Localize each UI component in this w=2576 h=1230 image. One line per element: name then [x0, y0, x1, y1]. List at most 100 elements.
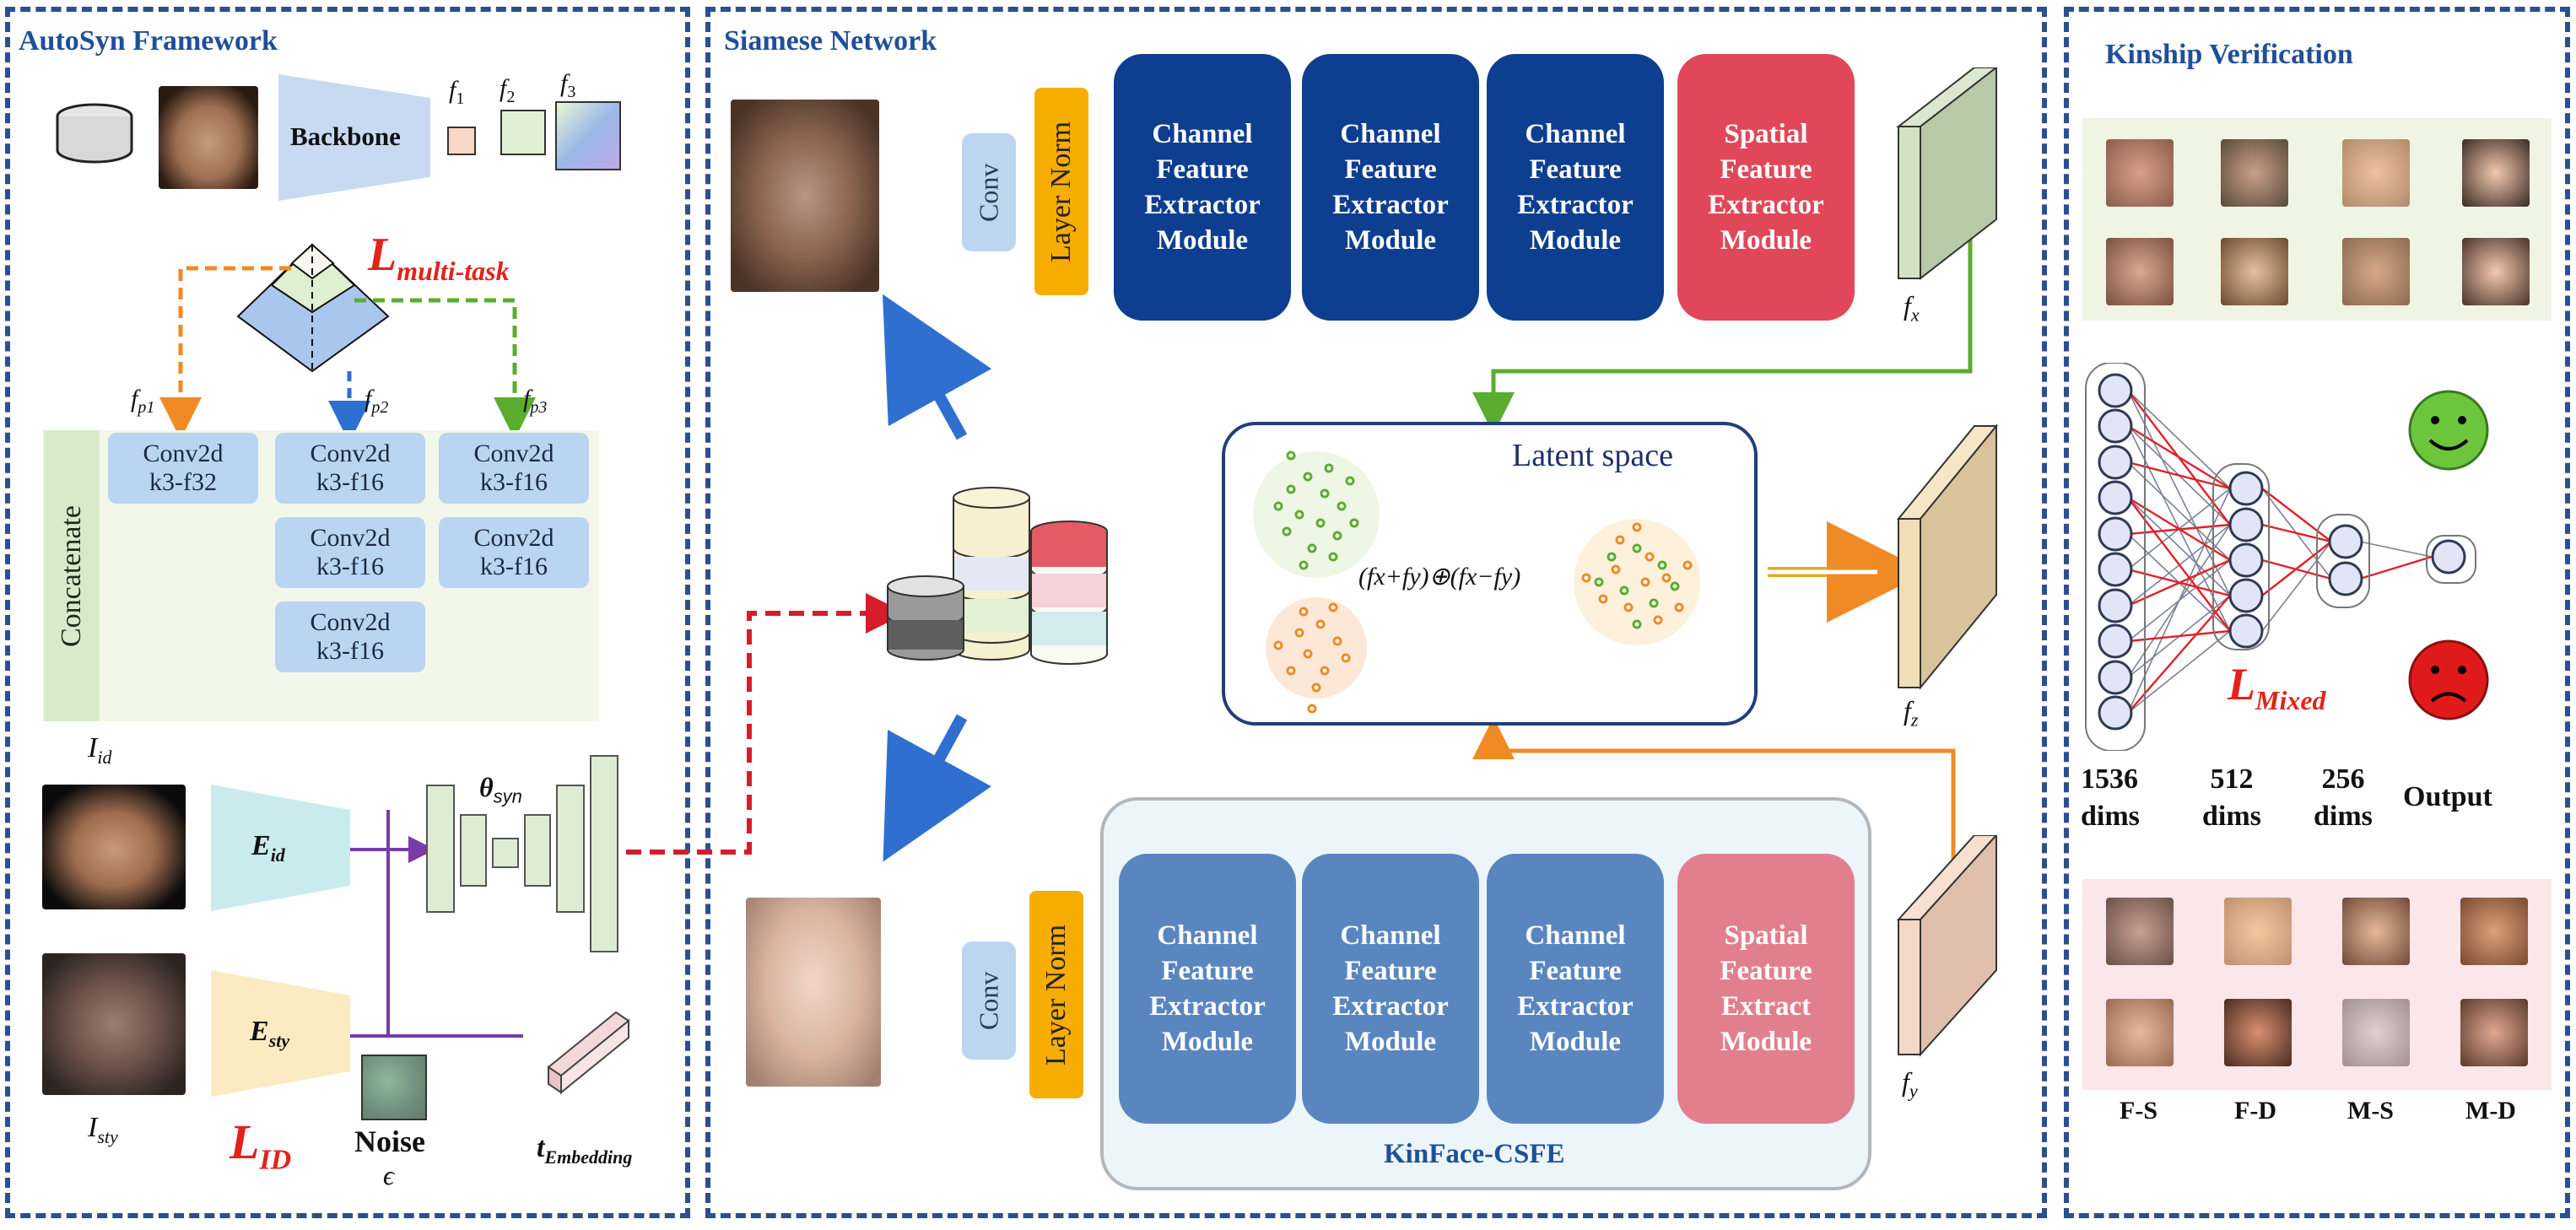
- face-siamese-bottom: [746, 898, 881, 1087]
- parent-thumb-2: [2221, 139, 2288, 207]
- backbone-label: Backbone: [290, 121, 401, 151]
- pair-label-md: M-D: [2465, 1097, 2516, 1125]
- feat-f1-label: f1: [449, 76, 465, 108]
- siamese-panel: [705, 7, 2047, 1218]
- child-thumb-2: [2221, 238, 2288, 305]
- loss-id-label: LID: [230, 1114, 292, 1176]
- feat-f3-square: [555, 101, 621, 170]
- siamese-title: Siamese Network: [724, 25, 937, 57]
- loss-multitask-label: Lmulti-task: [368, 229, 510, 287]
- fy-label: fy: [1902, 1066, 1918, 1102]
- fp2-label: fp2: [365, 385, 389, 417]
- face-siamese-top: [731, 100, 879, 292]
- encoder-style-shape: [211, 970, 350, 1097]
- top-channel-module-2: Channel Feature Extractor Module: [1302, 54, 1479, 321]
- unet-block-5: [556, 785, 585, 913]
- kinface-label: KinFace-CSFE: [1384, 1139, 1565, 1169]
- fx-prism: [1896, 67, 1998, 281]
- face-style: [42, 953, 186, 1095]
- dataset-stack-icon: [887, 487, 1108, 665]
- face-id-top: [159, 86, 258, 189]
- sad-face-icon: [2408, 639, 2489, 720]
- feat-f2-label: f2: [500, 74, 516, 106]
- conv-box-c2-3: Conv2d k3-f16: [275, 602, 425, 672]
- kinship-panel: [2064, 7, 2570, 1218]
- conv-box-c3-1: Conv2d k3-f16: [439, 433, 589, 504]
- autosyn-title: AutoSyn Framework: [19, 25, 278, 57]
- pair-thumb-fs-1: [2106, 898, 2174, 965]
- pair-thumb-fd-1: [2224, 898, 2292, 965]
- fy-prism: [1896, 835, 1998, 1057]
- encoder-id-shape: [211, 785, 350, 911]
- neural-network: [2085, 363, 2476, 751]
- fx-label: fx: [1904, 290, 1920, 326]
- layernorm-bottom-box: Layer Norm: [1029, 891, 1083, 1098]
- loss-mixed-label: LMixed: [2228, 659, 2326, 715]
- unet-block-2: [460, 814, 487, 887]
- database-icon: [56, 103, 133, 164]
- top-spatial-module: Spatial Feature Extractor Module: [1677, 54, 1855, 321]
- latent-clusters: [1253, 450, 1700, 714]
- pair-label-fd: F-D: [2234, 1097, 2276, 1125]
- happy-face-icon: [2408, 390, 2489, 471]
- fp3-label: fp3: [523, 385, 548, 417]
- layernorm-top-box: Layer Norm: [1034, 88, 1088, 295]
- pair-thumb-ms-2: [2342, 999, 2410, 1066]
- fp1-label: fp1: [131, 385, 155, 417]
- conv-box-c2-2: Conv2d k3-f16: [275, 517, 425, 588]
- parent-thumb-4: [2462, 139, 2530, 207]
- child-thumb-3: [2342, 238, 2410, 305]
- feat-f1-square: [447, 127, 476, 155]
- child-thumb-4: [2462, 238, 2530, 305]
- kinship-title: Kinship Verification: [2105, 39, 2353, 70]
- theta-syn-label: θsyn: [479, 772, 522, 807]
- fz-label: fz: [1904, 695, 1919, 731]
- i-sty-label: Isty: [88, 1112, 118, 1147]
- noise-square: [361, 1055, 427, 1120]
- pair-thumb-md-2: [2460, 999, 2528, 1066]
- conv-box-c1-1: Conv2d k3-f32: [108, 433, 258, 504]
- pair-label-fs: F-S: [2120, 1097, 2157, 1125]
- latent-formula: (fx+fy)⊕(fx−fy): [1358, 563, 1521, 591]
- latent-space-title: Latent space: [1512, 438, 1673, 473]
- feat-f3-label: f3: [560, 69, 576, 101]
- fz-prism: [1896, 423, 1999, 690]
- dims-1536: 1536 dims: [2081, 763, 2140, 832]
- backbone-shape: [278, 74, 430, 201]
- unet-block-3: [492, 838, 519, 868]
- top-channel-module-1: Channel Feature Extractor Module: [1114, 54, 1291, 321]
- dims-256: 256 dims: [2314, 763, 2373, 832]
- conv-box-c2-1: Conv2d k3-f16: [275, 433, 425, 504]
- encoder-style-label: Esty: [250, 1016, 290, 1051]
- unet-block-4: [524, 814, 551, 887]
- conv-top-box: Conv: [962, 133, 1016, 251]
- concatenate-bar: Concatenate: [44, 430, 100, 721]
- noise-label: Noise: [354, 1125, 425, 1158]
- pair-label-ms: M-S: [2347, 1097, 2394, 1125]
- t-embedding-label: tEmbedding: [537, 1132, 633, 1168]
- bottom-channel-module-3: Channel Feature Extractor Module: [1487, 854, 1664, 1124]
- pair-thumb-fd-2: [2224, 999, 2292, 1066]
- pair-thumb-ms-1: [2342, 898, 2410, 965]
- conv-bottom-box: Conv: [962, 941, 1016, 1060]
- bottom-channel-module-1: Channel Feature Extractor Module: [1119, 854, 1296, 1124]
- feat-f2-square: [500, 110, 546, 155]
- pair-thumb-fs-2: [2106, 999, 2174, 1066]
- top-channel-module-3: Channel Feature Extractor Module: [1487, 54, 1664, 321]
- pair-thumb-md-1: [2460, 898, 2528, 965]
- bottom-channel-module-2: Channel Feature Extractor Module: [1302, 854, 1479, 1124]
- embedding-prism: [547, 1011, 630, 1095]
- unet-block-1: [426, 785, 455, 913]
- encoder-id-label: Eid: [251, 830, 285, 866]
- pyramid-shape: [236, 243, 390, 373]
- i-id-label: Iid: [88, 732, 112, 768]
- conv-box-c3-2: Conv2d k3-f16: [439, 517, 589, 588]
- epsilon-label: ϵ: [383, 1160, 394, 1190]
- unet-block-6: [590, 755, 618, 952]
- dims-512: 512 dims: [2202, 763, 2261, 832]
- parent-thumb-1: [2106, 139, 2174, 207]
- output-label: Output: [2403, 781, 2492, 812]
- face-id: [42, 785, 186, 909]
- autosyn-panel: [5, 7, 690, 1218]
- child-thumb-1: [2106, 238, 2174, 305]
